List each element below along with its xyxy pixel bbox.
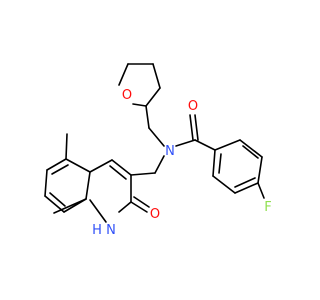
bond xyxy=(63,198,87,213)
bond xyxy=(234,182,259,194)
bond xyxy=(130,172,156,176)
nh-hydrogen-label: H xyxy=(92,223,102,238)
bond xyxy=(89,159,113,173)
bond xyxy=(239,139,263,158)
bond xyxy=(65,133,68,160)
bond xyxy=(145,87,161,107)
bond xyxy=(89,199,107,223)
fluorine-label: F xyxy=(264,200,271,215)
bond xyxy=(85,171,91,200)
bond xyxy=(118,63,129,86)
bond xyxy=(133,196,150,208)
bond xyxy=(132,103,147,107)
bond xyxy=(130,201,148,213)
bond xyxy=(154,155,165,174)
bond-layer xyxy=(44,63,265,223)
bond xyxy=(49,192,66,207)
bond xyxy=(44,195,65,213)
bond xyxy=(218,153,222,174)
bond xyxy=(214,139,241,151)
bond xyxy=(111,159,132,176)
bond xyxy=(148,127,165,147)
bond xyxy=(118,201,132,213)
bond xyxy=(175,139,196,147)
bond xyxy=(212,175,236,194)
amide-nitrogen-label: N xyxy=(165,144,175,159)
quinolinone-nitrogen-label: N xyxy=(106,223,116,238)
quinolinone-oxygen-label: O xyxy=(150,207,160,222)
bond xyxy=(234,177,256,188)
bond xyxy=(65,158,91,173)
bond xyxy=(257,182,265,199)
bond xyxy=(109,165,127,180)
bond xyxy=(46,158,67,171)
bond xyxy=(257,156,263,184)
molecule-structure: O O N F O H N xyxy=(44,63,272,238)
bond xyxy=(51,164,69,175)
bond xyxy=(189,114,194,141)
carbonyl-oxygen-label: O xyxy=(188,99,198,114)
bond xyxy=(194,114,199,141)
ring-oxygen-label: O xyxy=(122,88,132,103)
bond xyxy=(152,63,161,89)
bond xyxy=(145,105,150,129)
bond xyxy=(44,169,48,197)
bond xyxy=(194,139,216,151)
atom-layer: O O N F O H N xyxy=(92,88,272,238)
bond xyxy=(242,145,259,159)
bond xyxy=(212,149,216,177)
